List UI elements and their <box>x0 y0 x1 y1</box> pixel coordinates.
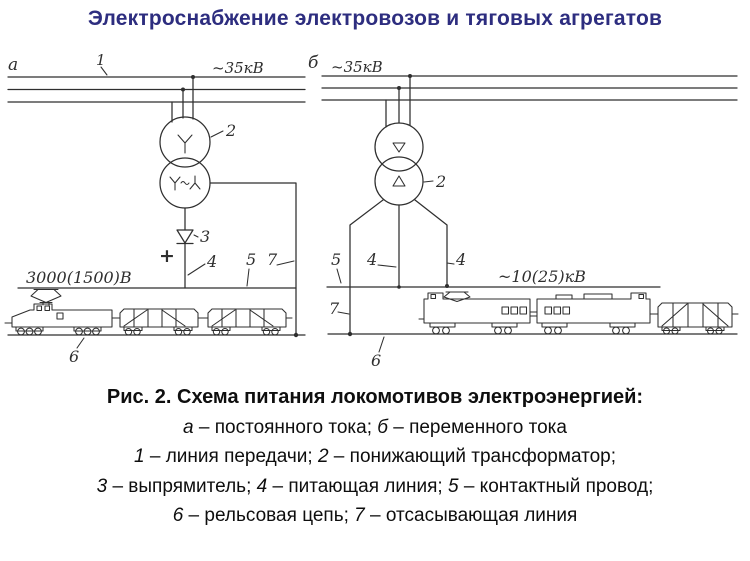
label-2-leader-b <box>423 180 434 183</box>
train-a <box>4 288 293 336</box>
caption-marker: 5 <box>447 475 459 497</box>
caption-title: Рис. 2. Схема питания локомотивов электр… <box>106 386 644 408</box>
junction-dot <box>397 86 401 90</box>
contact-voltage-b: ~10(25)кВ <box>498 267 586 286</box>
caption-text: – отсасывающая линия <box>364 505 578 526</box>
label-2-transformer-a: 2 <box>225 121 236 140</box>
junction-dot <box>181 87 185 92</box>
label-6-rail-b: 6 <box>371 351 381 370</box>
feeder-right-b <box>414 199 448 287</box>
transformer-taps-a <box>171 76 194 123</box>
label-2-transformer-b: 2 <box>435 172 446 191</box>
winding-delta-up-symbol <box>392 175 406 187</box>
label-7-leader-a <box>276 260 295 266</box>
caption-text: – понижающий трансформатор; <box>328 446 616 467</box>
caption-line-ab: а – постоянного тока; б – переменного то… <box>0 413 750 443</box>
caption-marker: 6 <box>172 505 184 526</box>
label-6-rail-a: 6 <box>69 347 79 366</box>
locomotive-section <box>418 291 531 335</box>
label-4-leader-a <box>187 263 206 276</box>
gondola-car <box>207 308 287 336</box>
caption-title-line: Рис. 2. Схема питания локомотивов электр… <box>0 383 750 413</box>
label-1-line: 1 <box>96 51 106 69</box>
gondola-car <box>657 302 733 335</box>
scheme-b: б ~35кВ 2 <box>308 53 739 370</box>
scheme-a: а 1 ~35кВ <box>4 51 306 366</box>
caption-text: – постоянного тока; <box>193 416 378 438</box>
label-5-leader-b <box>336 268 342 284</box>
transmission-lines-a <box>7 76 306 103</box>
caption-line-345: 3 – выпрямитель; 4 – питающая линия; 5 –… <box>0 472 750 502</box>
page-title: Электроснабжение электровозов и тяговых … <box>87 7 663 30</box>
caption-text: – переменного тока <box>387 416 567 438</box>
transformer-taps-b <box>385 75 411 128</box>
label-4-feeder-a: 4 <box>206 252 217 271</box>
label-5-contact-b: 5 <box>331 250 341 269</box>
figure-schematic: а 1 ~35кВ <box>4 51 739 370</box>
caption-line-12: 1 – линия передачи; 2 – понижающий транс… <box>0 442 750 472</box>
caption-marker: 3 <box>96 475 108 497</box>
transformer-b <box>374 122 424 206</box>
plus-polarity-sign: + <box>159 245 175 267</box>
label-6-leader-b <box>378 336 385 353</box>
suction-line-b <box>349 199 384 335</box>
label-4-leader-b2 <box>446 262 455 265</box>
caption-line-67: 6 – рельсовая цепь; 7 – отсасывающая лин… <box>0 501 750 531</box>
label-3-rectifier: 3 <box>200 227 210 246</box>
caption-marker: 2 <box>317 446 329 467</box>
caption-marker: 1 <box>134 446 145 467</box>
rectifier-diode <box>176 229 194 245</box>
caption-marker: 7 <box>354 505 365 526</box>
label-7-leader-b <box>337 311 350 315</box>
voltage-35kv-b: ~35кВ <box>331 58 383 76</box>
pantograph-icon <box>30 288 62 306</box>
caption-marker: а <box>183 416 194 438</box>
voltage-35kv-a: ~35кВ <box>212 59 264 77</box>
label-4-feeder-b1: 4 <box>366 250 377 269</box>
label-2-leader <box>210 130 224 138</box>
gondola-car <box>119 308 199 336</box>
label-5-contact-a: 5 <box>246 250 256 269</box>
winding-delta-down-symbol <box>392 142 406 153</box>
locomotive-section <box>536 292 651 335</box>
scheme-a-label: а <box>8 55 18 75</box>
label-4-feeder-b2: 4 <box>455 250 466 269</box>
label-7-suction-b: 7 <box>329 299 340 318</box>
label-1-leader <box>100 66 108 76</box>
winding-symbols-bottom <box>169 175 201 191</box>
caption-text: – контактный провод; <box>458 475 654 497</box>
pantograph-icon <box>443 291 471 303</box>
caption-text: – выпрямитель; <box>107 475 257 497</box>
locomotive-body <box>11 303 113 328</box>
caption-text: – рельсовая цепь; <box>183 505 355 526</box>
contact-voltage-a: 3000(1500)В <box>26 268 132 287</box>
train-b <box>418 291 739 335</box>
transmission-lines-b <box>321 75 738 101</box>
caption-marker: 4 <box>256 475 268 497</box>
caption-marker: б <box>377 416 388 438</box>
label-5-leader-a <box>246 268 250 287</box>
label-3-leader <box>193 234 199 238</box>
label-4-leader-b1 <box>377 264 397 268</box>
caption-text: – питающая линия; <box>267 475 448 497</box>
junction-dot <box>191 75 195 79</box>
label-7-suction-a: 7 <box>267 250 278 269</box>
label-6-leader-a <box>76 337 85 349</box>
winding-star-symbol <box>177 134 193 154</box>
junction-dot <box>408 74 412 78</box>
suction-line-a <box>209 182 297 336</box>
transformer-a <box>159 116 211 209</box>
scheme-b-label: б <box>308 53 319 73</box>
figure-caption: Рис. 2. Схема питания локомотивов электр… <box>0 383 750 531</box>
caption-text: – линия передачи; <box>144 446 318 467</box>
